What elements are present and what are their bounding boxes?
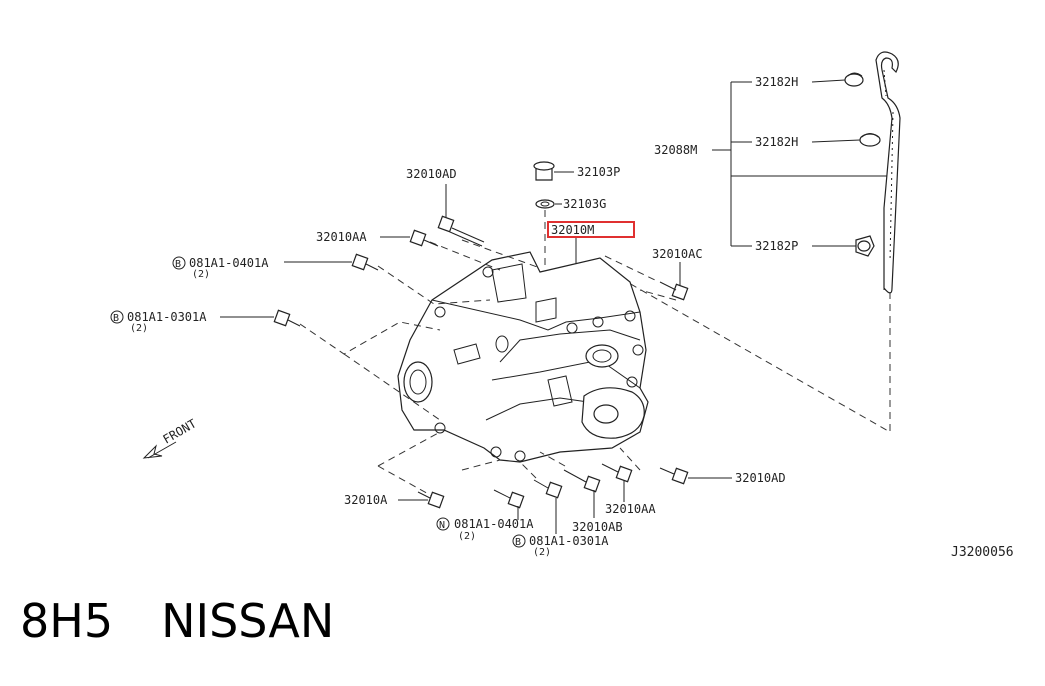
marker-b-3: B	[512, 534, 526, 548]
clip-32182h-mid[interactable]	[859, 133, 881, 147]
caption: 8H5 NISSAN	[20, 594, 382, 648]
qty-081a1-0301a-bottom: (2)	[533, 547, 551, 558]
label-32182p[interactable]: 32182P	[755, 239, 798, 253]
label-32103p[interactable]: 32103P	[577, 165, 620, 179]
clip-32182h-top[interactable]	[844, 72, 864, 87]
marker-n: N	[436, 517, 450, 531]
bolt-32010ac[interactable]	[659, 262, 689, 301]
caption-brand: NISSAN	[161, 594, 335, 648]
label-32010ad-right[interactable]: 32010AD	[735, 471, 786, 485]
label-081a1-0401a-bottom[interactable]: 081A1-0401A	[454, 517, 534, 531]
label-32103g[interactable]: 32103G	[563, 197, 606, 211]
leader-lines	[299, 239, 677, 497]
qty-081a1-0401a-bottom: (2)	[458, 531, 476, 542]
diagram-code: J3200056	[951, 545, 1014, 560]
qty-081a1-0401a-left: (2)	[192, 269, 210, 280]
label-32088m[interactable]: 32088M	[654, 143, 697, 157]
caption-engine: 8H5	[20, 594, 114, 648]
label-32010a[interactable]: 32010A	[344, 493, 388, 507]
label-081a1-0301a-left[interactable]: 081A1-0301A	[127, 310, 207, 324]
bolt-32010aa-bottom[interactable]	[601, 463, 633, 502]
clip-32182p[interactable]	[855, 235, 875, 257]
label-32010ad-top[interactable]: 32010AD	[406, 167, 457, 181]
bolt-081a1-0401a-bottom[interactable]	[493, 489, 525, 520]
label-32010ab[interactable]: 32010AB	[572, 520, 623, 534]
marker-b-1: B	[172, 256, 186, 270]
plug-32103p[interactable]	[533, 161, 574, 181]
label-32010m[interactable]: 32010M	[551, 223, 594, 237]
dipstick-tube[interactable]	[875, 51, 901, 294]
gasket-32103g[interactable]	[535, 199, 562, 209]
bolt-32010ad-right[interactable]	[659, 467, 732, 485]
bolt-081a1-0301a-left[interactable]	[220, 309, 301, 327]
marker-b-2: B	[110, 310, 124, 324]
front-label: FRONT	[161, 416, 199, 446]
bolt-32010a[interactable]	[398, 491, 445, 509]
label-32182h-top[interactable]: 32182H	[755, 75, 798, 89]
svg-text:N: N	[439, 520, 445, 531]
svg-text:B: B	[515, 537, 521, 548]
dipstick-bracket	[712, 79, 890, 247]
transmission-housing[interactable]	[397, 251, 649, 463]
qty-081a1-0301a-left: (2)	[130, 323, 148, 334]
label-32010aa-bottom[interactable]: 32010AA	[605, 502, 656, 516]
label-32010aa-left[interactable]: 32010AA	[316, 230, 367, 244]
bolt-32010aa-left[interactable]	[380, 229, 439, 247]
label-32182h-mid[interactable]: 32182H	[755, 135, 798, 149]
label-081a1-0401a-left[interactable]: 081A1-0401A	[189, 256, 269, 270]
svg-text:B: B	[113, 313, 119, 324]
bolt-32010ad-top[interactable]	[437, 184, 485, 247]
bolt-081a1-0301a-bottom[interactable]	[533, 479, 563, 534]
bolt-32010ab[interactable]	[563, 469, 601, 518]
label-081a1-0301a-bottom[interactable]: 081A1-0301A	[529, 534, 609, 548]
front-arrow-icon	[142, 441, 177, 459]
highlight-32010m	[547, 221, 635, 238]
label-32010ac[interactable]: 32010AC	[652, 247, 703, 261]
bolt-081a1-0401a-left[interactable]	[284, 253, 379, 271]
svg-text:B: B	[175, 259, 181, 270]
